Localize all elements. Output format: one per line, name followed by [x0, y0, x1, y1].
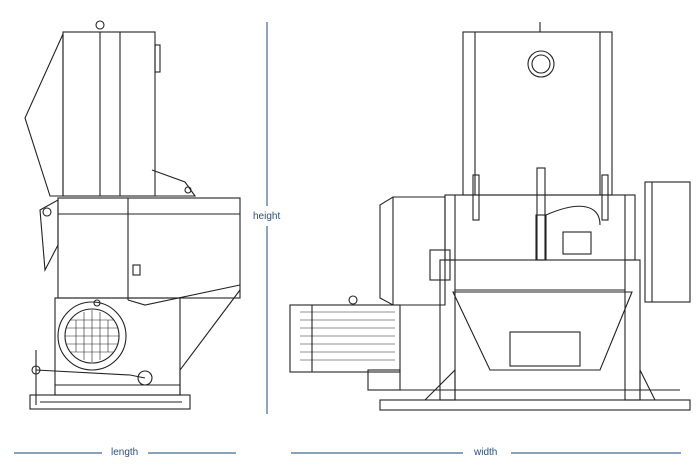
hopper-front-slant	[24, 33, 64, 197]
drive-motor	[289, 304, 401, 373]
motor-lifting-eye	[348, 295, 358, 305]
side-pulley-cover	[379, 196, 446, 306]
inspection-porthole	[527, 50, 555, 78]
dimension-lines	[14, 22, 681, 454]
length-label: length	[108, 447, 142, 459]
base-plate	[29, 394, 191, 410]
motor-fan-cover	[57, 301, 127, 371]
base-plate-front	[379, 399, 691, 411]
side-view-granulator	[24, 20, 241, 410]
hopper-box	[62, 31, 156, 197]
center-clamp	[536, 167, 546, 261]
lifting-eye	[95, 20, 105, 30]
base-frame	[54, 297, 181, 396]
cutting-chamber	[57, 197, 241, 299]
discharge-hopper	[452, 291, 633, 371]
hydraulic-unit	[562, 231, 592, 255]
width-label: width	[471, 447, 501, 459]
front-view-granulator	[289, 22, 691, 411]
height-label: height	[250, 211, 284, 223]
flywheel-cover	[644, 181, 691, 303]
